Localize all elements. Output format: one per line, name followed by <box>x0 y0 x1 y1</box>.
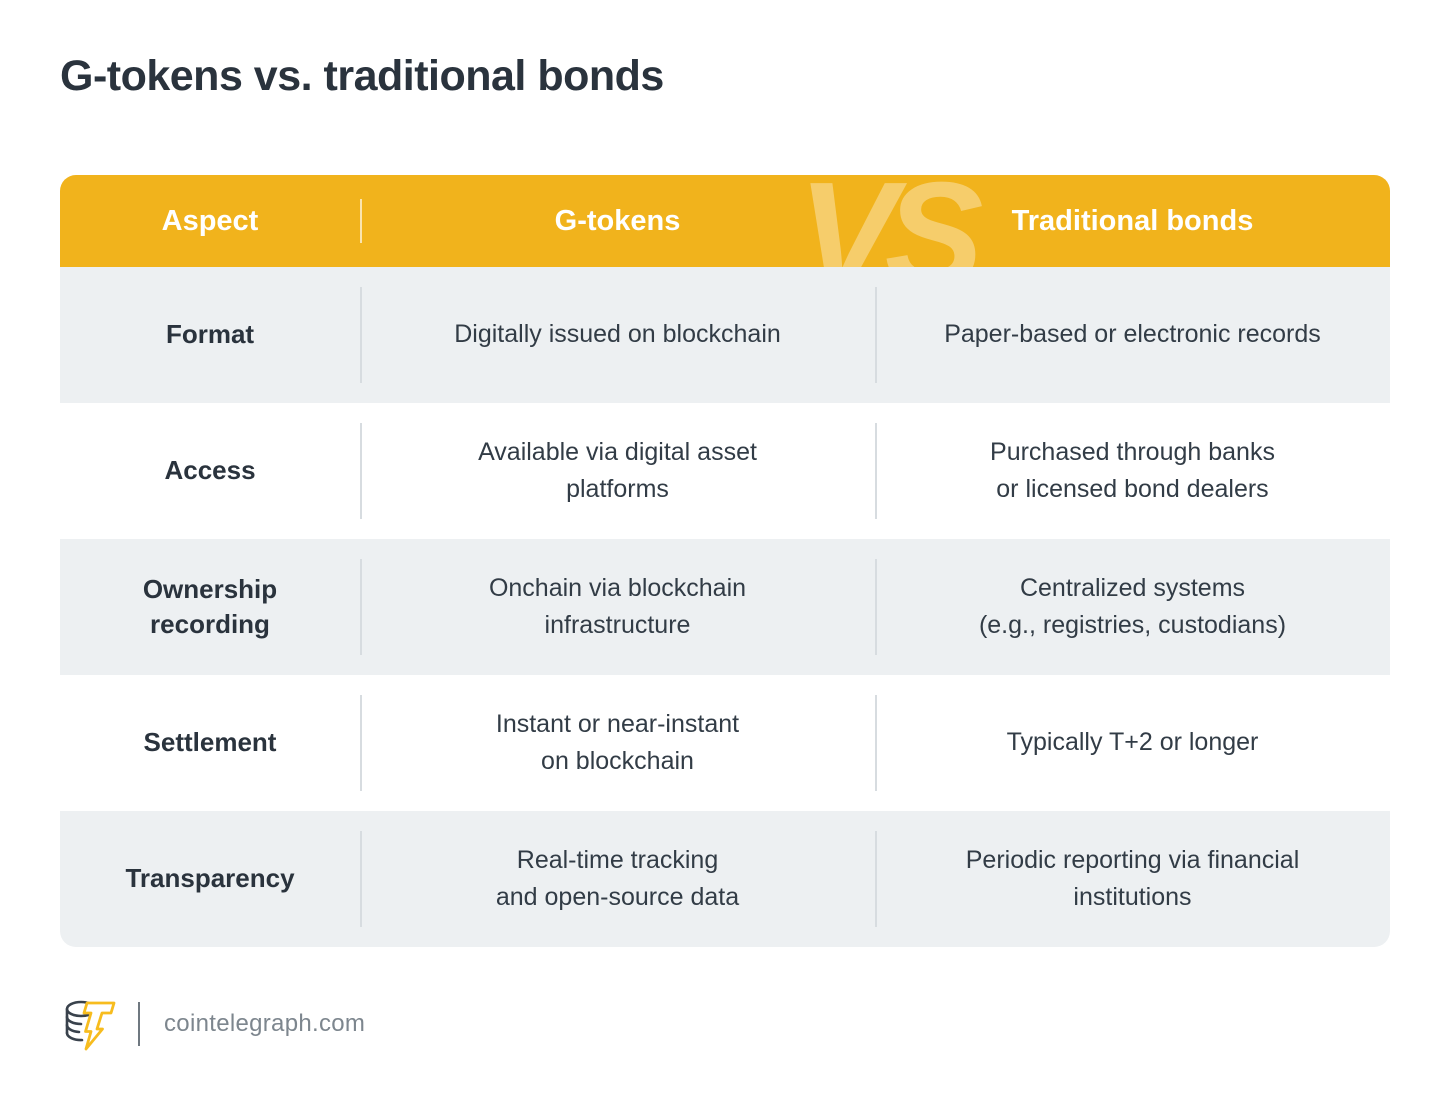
traditional-bonds-cell: Paper-based or electronic records <box>875 267 1390 403</box>
g-tokens-cell: Real-time tracking and open-source data <box>360 811 875 947</box>
cointelegraph-logo-icon <box>60 994 118 1054</box>
aspect-cell: Access <box>164 455 256 486</box>
table-row-access: Access Available via digital asset platf… <box>60 403 1390 539</box>
traditional-bonds-cell: Centralized systems (e.g., registries, c… <box>875 539 1390 675</box>
vs-watermark: VS <box>798 175 983 267</box>
header-cell-g-tokens: G-tokens <box>360 175 875 267</box>
table-header-row: Aspect G-tokens Traditional bonds VS <box>60 175 1390 267</box>
comparison-table: Aspect G-tokens Traditional bonds VS For… <box>60 175 1390 947</box>
traditional-bonds-cell: Periodic reporting via financial institu… <box>875 811 1390 947</box>
g-tokens-cell: Available via digital asset platforms <box>360 403 875 539</box>
g-tokens-cell: Digitally issued on blockchain <box>360 267 875 403</box>
table-row-ownership-recording: Ownership recording Onchain via blockcha… <box>60 539 1390 675</box>
aspect-cell: Ownership recording <box>142 573 278 639</box>
table-row-transparency: Transparency Real-time tracking and open… <box>60 811 1390 947</box>
aspect-cell: Transparency <box>125 863 295 894</box>
aspect-cell: Format <box>165 319 255 350</box>
g-tokens-cell: Instant or near-instant on blockchain <box>360 675 875 811</box>
site-label: cointelegraph.com <box>164 1010 366 1037</box>
header-cell-traditional-bonds: Traditional bonds <box>1011 204 1254 237</box>
table-row-settlement: Settlement Instant or near-instant on bl… <box>60 675 1390 811</box>
header-cell-aspect: Aspect <box>161 204 259 237</box>
page-title: G-tokens vs. traditional bonds <box>60 52 664 100</box>
traditional-bonds-cell: Purchased through banks or licensed bond… <box>875 403 1390 539</box>
table-row-format: Format Digitally issued on blockchain Pa… <box>60 267 1390 403</box>
g-tokens-cell: Onchain via blockchain infrastructure <box>360 539 875 675</box>
traditional-bonds-cell: Typically T+2 or longer <box>875 675 1390 811</box>
aspect-cell: Settlement <box>143 727 277 758</box>
footer: cointelegraph.com <box>60 994 365 1054</box>
footer-divider <box>138 1002 140 1046</box>
